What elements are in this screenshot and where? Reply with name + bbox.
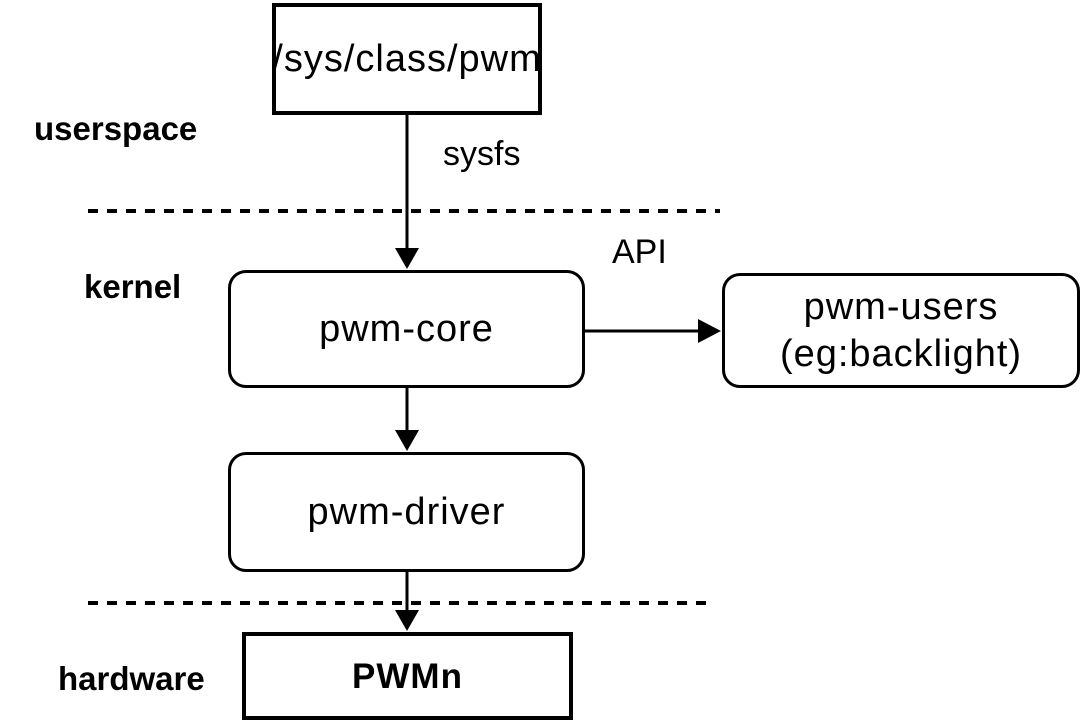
node-sysfs-path-label: /sys/class/pwm: [272, 37, 542, 80]
node-pwm-users-label-line2: (eg:backlight): [779, 332, 1023, 375]
node-pwmn-label: PWMn: [352, 656, 463, 696]
arrow-sysfs-to-pwm-core: [395, 114, 419, 269]
node-pwm-core-label: pwm-core: [319, 307, 494, 350]
edge-label-sysfs: sysfs: [443, 135, 521, 173]
node-pwmn: PWMn: [242, 632, 573, 720]
layer-label-kernel: kernel: [84, 268, 182, 305]
node-pwm-driver: pwm-driver: [228, 452, 585, 572]
arrow-pwm-driver-to-pwmn: [395, 572, 419, 631]
node-pwm-users: pwm-users (eg:backlight): [722, 273, 1080, 388]
arrow-pwm-core-to-pwm-users: [584, 319, 721, 343]
edge-label-api: API: [612, 233, 667, 271]
layer-label-userspace: userspace: [34, 110, 198, 147]
node-pwm-users-label-line1: pwm-users: [803, 285, 999, 328]
arrow-pwm-core-to-pwm-driver: [395, 388, 419, 451]
layer-label-hardware: hardware: [58, 660, 205, 697]
node-pwm-driver-label: pwm-driver: [307, 490, 506, 533]
node-sysfs-path: /sys/class/pwm: [272, 3, 542, 115]
node-pwm-core: pwm-core: [228, 270, 585, 388]
